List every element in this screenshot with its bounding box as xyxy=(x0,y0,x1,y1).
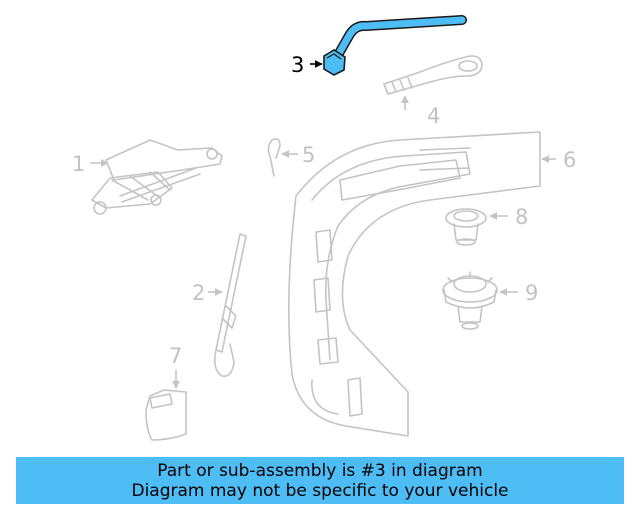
part-8-cap[interactable] xyxy=(445,208,487,246)
part-7-bag[interactable] xyxy=(145,389,187,441)
part-5-clip[interactable] xyxy=(267,138,281,177)
banner-line-2: Diagram may not be specific to your vehi… xyxy=(131,480,509,501)
callout-7: 7 xyxy=(169,344,182,368)
part-2-jack-handle[interactable] xyxy=(214,233,247,378)
callout-6: 6 xyxy=(563,148,576,172)
part-6-storage-tray[interactable] xyxy=(288,131,541,437)
callout-4: 4 xyxy=(427,104,440,128)
callout-5: 5 xyxy=(302,143,315,167)
banner-line-1: Part or sub-assembly is #3 in diagram xyxy=(157,460,483,481)
info-banner: Part or sub-assembly is #3 in diagram Di… xyxy=(16,457,624,504)
part-4-tow-hook[interactable] xyxy=(383,55,483,95)
callout-8: 8 xyxy=(515,205,528,229)
callout-2: 2 xyxy=(192,281,205,305)
callout-1: 1 xyxy=(72,152,85,176)
callout-9: 9 xyxy=(525,281,538,305)
callout-3: 3 xyxy=(291,53,304,77)
part-9-hold-down[interactable] xyxy=(442,271,498,330)
part-1-scissor-jack[interactable] xyxy=(91,139,223,215)
part-3-lug-wrench[interactable] xyxy=(323,15,467,76)
